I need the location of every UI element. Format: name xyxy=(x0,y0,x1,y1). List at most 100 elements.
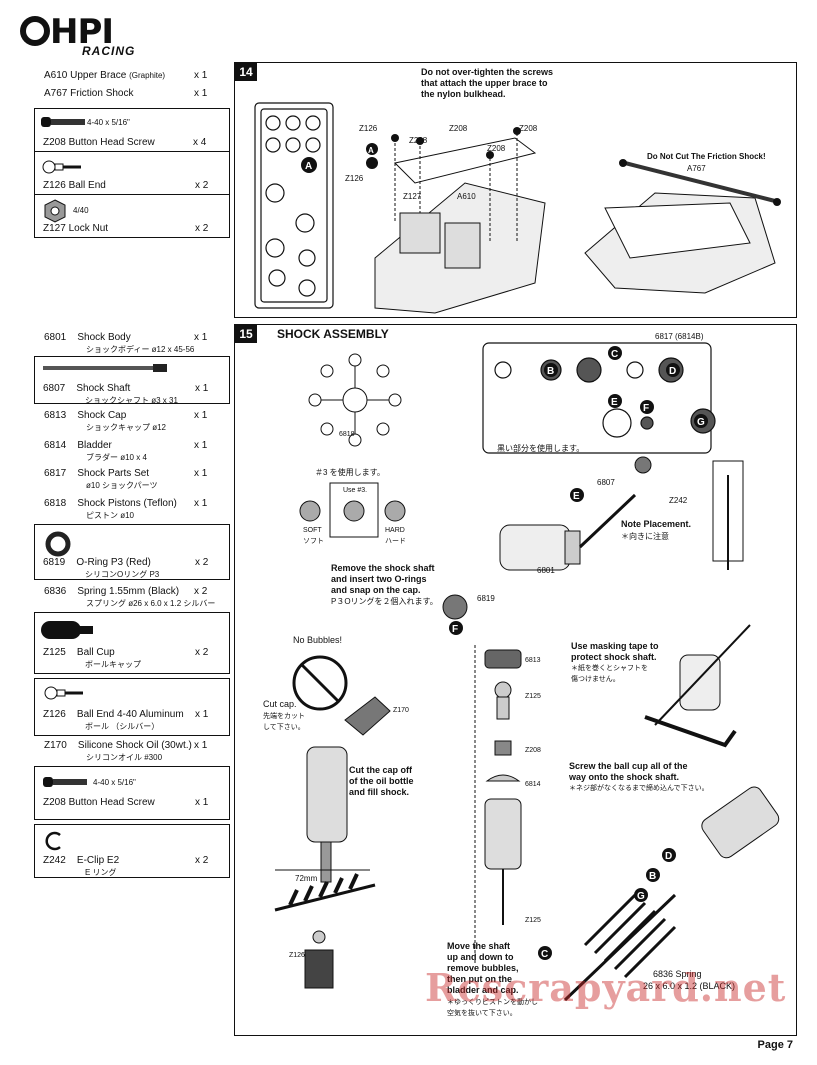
screw-ball-note-jp: ＊ネジ部がなくなるまで締め込んで下さい。 xyxy=(569,785,709,792)
svg-text:C: C xyxy=(541,949,548,960)
label-z208-4: Z208 xyxy=(519,124,538,133)
step15-illustration: B C D E F G xyxy=(274,342,780,1002)
label-6807: 6807 xyxy=(597,478,615,487)
dimension-72mm: 72mm xyxy=(295,874,318,883)
part-box-z126: Z126 Ball End x 2 xyxy=(34,151,230,195)
ball-cup-icon xyxy=(41,621,93,639)
svg-text:B: B xyxy=(649,871,656,882)
spec-z127: 4/40 xyxy=(73,206,89,215)
label-6813: 6813 xyxy=(525,657,541,664)
sprue-note-jp: 黒い部分を使用します。 xyxy=(497,444,585,453)
part-box-z127: 4/40 Z127 Lock Nut x 2 xyxy=(34,194,230,238)
label-z125-b: Z125 xyxy=(525,917,541,924)
qty-z125: x 2 xyxy=(195,647,209,658)
note-placement: Note Placement. xyxy=(621,519,692,529)
use3-label: Use #3. xyxy=(343,487,368,494)
label-z170: Z170 xyxy=(393,707,409,714)
qty-6836: x 2 xyxy=(194,586,208,597)
qty-a610: x 1 xyxy=(194,70,208,81)
watermark: Rcscrapyard.net xyxy=(425,965,787,1010)
screw-icon xyxy=(43,777,87,787)
part-z208: Z208 Button Head Screw xyxy=(43,137,155,148)
qty-z127: x 2 xyxy=(195,223,209,234)
shock-shaft-icon xyxy=(43,364,167,372)
cut-cap-jp: 先端をカットして下さい。 xyxy=(263,713,305,731)
qty-6817: x 1 xyxy=(194,468,208,479)
svg-text:G: G xyxy=(637,891,645,902)
e-clip-icon xyxy=(45,831,61,851)
part-box-z208-15: 4-40 x 5/16" Z208 Button Head Screw x 1 xyxy=(34,766,230,820)
label-z126-15: Z126 xyxy=(289,952,305,959)
qty-6819: x 2 xyxy=(195,557,209,568)
friction-note: Do Not Cut The Friction Shock! xyxy=(647,152,766,161)
label-z126-top: Z126 xyxy=(359,124,378,133)
label-a767: A767 xyxy=(687,164,706,173)
part-z208-15: Z208 Button Head Screw xyxy=(43,797,155,808)
part-6819: 6819 O-Ring P3 (Red)シリコンOリング P3 xyxy=(43,557,160,579)
part-row-6836: 6836 Spring 1.55mm (Black)スプリング ø26 x 6.… xyxy=(34,584,230,612)
ball-end-icon xyxy=(42,160,81,174)
label-6818-tree: 6818 xyxy=(339,431,355,438)
qty-a767: x 1 xyxy=(194,88,208,99)
part-row-z170: Z170 Silicone Shock Oil (30wt.)シリコンオイル #… xyxy=(34,738,230,766)
svg-text:B: B xyxy=(547,366,554,377)
label-6817-sprue: 6817 (6814B) xyxy=(655,332,704,341)
qty-6807: x 1 xyxy=(195,383,209,394)
label-a610: A610 xyxy=(457,192,476,201)
part-z126: Z126 Ball End xyxy=(43,180,106,191)
part-a610: A610 Upper Brace (Graphite) xyxy=(44,70,166,81)
qty-6814: x 1 xyxy=(194,440,208,451)
note-placement-jp: ＊向きに注意 xyxy=(621,532,669,541)
part-z127: Z127 Lock Nut xyxy=(43,223,109,234)
qty-z126: x 2 xyxy=(195,180,209,191)
label-z126-bottom: Z126 xyxy=(345,174,364,183)
qty-6818: x 1 xyxy=(194,498,208,509)
callout-a: A xyxy=(305,161,312,172)
svg-text:D: D xyxy=(665,851,672,862)
hpi-racing-logo: HPI RACING xyxy=(20,12,160,58)
svg-text:F: F xyxy=(452,624,458,635)
use3-jp: ＃3 を使用します。 xyxy=(315,468,385,477)
qty-z242: x 2 xyxy=(195,855,209,866)
label-z208-15: Z208 xyxy=(525,747,541,754)
spec-z208: 4-40 x 5/16" xyxy=(87,118,130,127)
svg-text:E: E xyxy=(611,397,618,408)
spring-size-label: 26 x 6.0 x 1.2 (BLACK) xyxy=(643,981,736,991)
spring-label: 6836 Spring xyxy=(653,969,702,979)
qty-z126-15: x 1 xyxy=(195,709,209,720)
cut-cap-label: Cut cap. xyxy=(263,699,297,709)
svg-text:E: E xyxy=(573,491,580,502)
qty-6813: x 1 xyxy=(194,410,208,421)
logo-brand: HPI xyxy=(50,12,114,52)
screw-icon xyxy=(41,117,85,127)
logo-sub: RACING xyxy=(82,44,136,58)
label-z242: Z242 xyxy=(669,496,688,505)
part-6836: 6836 Spring 1.55mm (Black)スプリング ø26 x 6.… xyxy=(44,586,216,608)
qty-z208-15: x 1 xyxy=(195,797,209,808)
qty-6801: x 1 xyxy=(194,332,208,343)
move-shaft-note-jp: ＊ゆっくりピストンを動かし空気を抜いて下さい。 xyxy=(447,999,538,1017)
part-box-6819: 6819 O-Ring P3 (Red)シリコンOリング P3 x 2 xyxy=(34,524,230,580)
step14-diagram-panel: 14 A xyxy=(234,62,797,318)
label-z127: Z127 xyxy=(403,192,422,201)
part-z170: Z170 Silicone Shock Oil (30wt.)シリコンオイル #… xyxy=(44,740,192,762)
label-z208-2: Z208 xyxy=(449,124,468,133)
svg-text:C: C xyxy=(611,349,618,360)
spec-z208-15: 4-40 x 5/16" xyxy=(93,778,136,787)
step-number-15: 15 xyxy=(235,325,257,343)
ball-end-icon xyxy=(44,686,83,700)
